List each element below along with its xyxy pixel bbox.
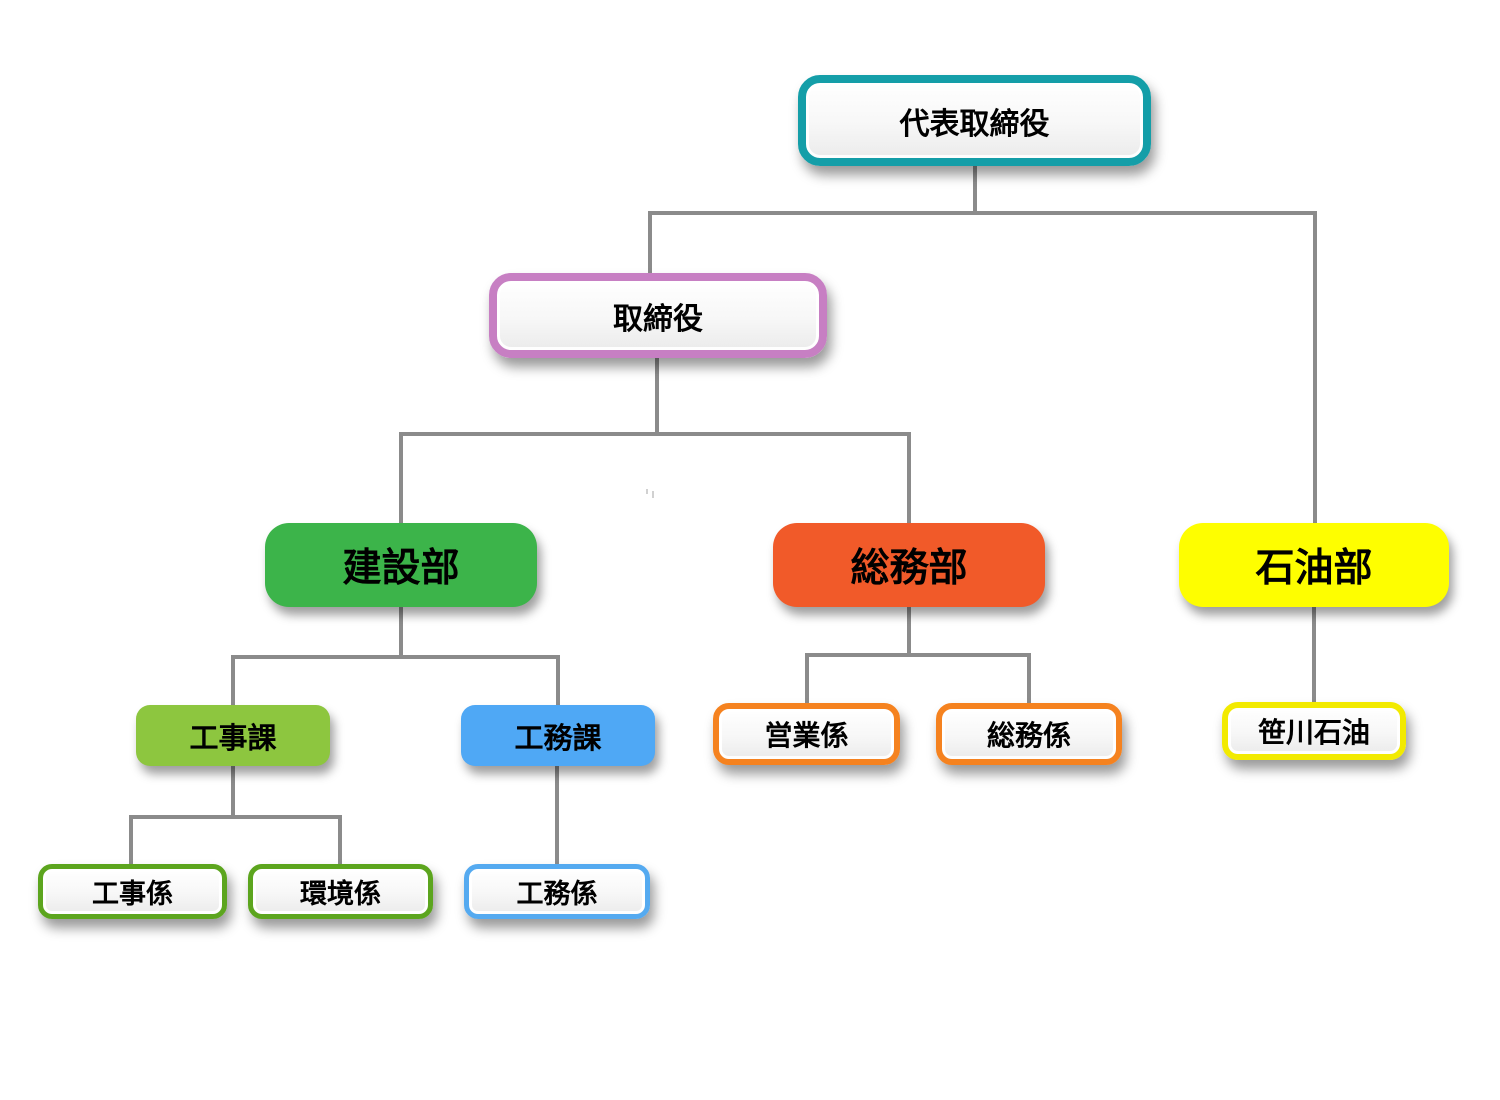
node-engineering-section: 工務課 (461, 705, 655, 766)
node-engineering-unit: 工務係 (464, 864, 650, 919)
node-engineering-unit-label: 工務係 (516, 879, 598, 909)
connector-construction-section-rail (129, 764, 342, 866)
node-general-affairs-unit-label: 総務係 (986, 720, 1071, 751)
stray-mark (645, 489, 655, 498)
node-environment-unit: 環境係 (248, 864, 433, 919)
node-sasagawa-oil: 笹川石油 (1222, 702, 1406, 760)
node-ceo: 代表取締役 (798, 75, 1151, 166)
node-director: 取締役 (489, 273, 827, 358)
node-construction-dept: 建設部 (265, 523, 537, 607)
node-environment-unit-label: 環境係 (300, 879, 381, 909)
node-construction-section: 工事課 (136, 705, 330, 766)
connector-construction-rail (231, 605, 560, 707)
node-construction-unit-label: 工事係 (92, 879, 173, 909)
node-sales-unit-label: 営業係 (764, 720, 849, 751)
node-general-affairs-dept-label: 総務部 (850, 547, 968, 590)
node-construction-dept-label: 建設部 (342, 547, 460, 590)
node-construction-section-label: 工事課 (189, 722, 277, 755)
node-general-affairs-dept: 総務部 (773, 523, 1045, 607)
node-engineering-section-label: 工務課 (514, 722, 602, 755)
node-sales-unit: 営業係 (713, 703, 900, 765)
connector-director-rail (399, 356, 911, 523)
node-ceo-label: 代表取締役 (899, 107, 1050, 141)
node-director-label: 取締役 (613, 302, 703, 336)
connector-general-affairs-rail (805, 605, 1031, 705)
connector-ceo-rail (648, 164, 1317, 527)
node-construction-unit: 工事係 (38, 864, 227, 919)
node-petroleum-dept-label: 石油部 (1255, 547, 1373, 590)
node-petroleum-dept: 石油部 (1179, 523, 1449, 607)
node-general-affairs-unit: 総務係 (936, 703, 1122, 765)
node-sasagawa-oil-label: 笹川石油 (1257, 717, 1370, 748)
